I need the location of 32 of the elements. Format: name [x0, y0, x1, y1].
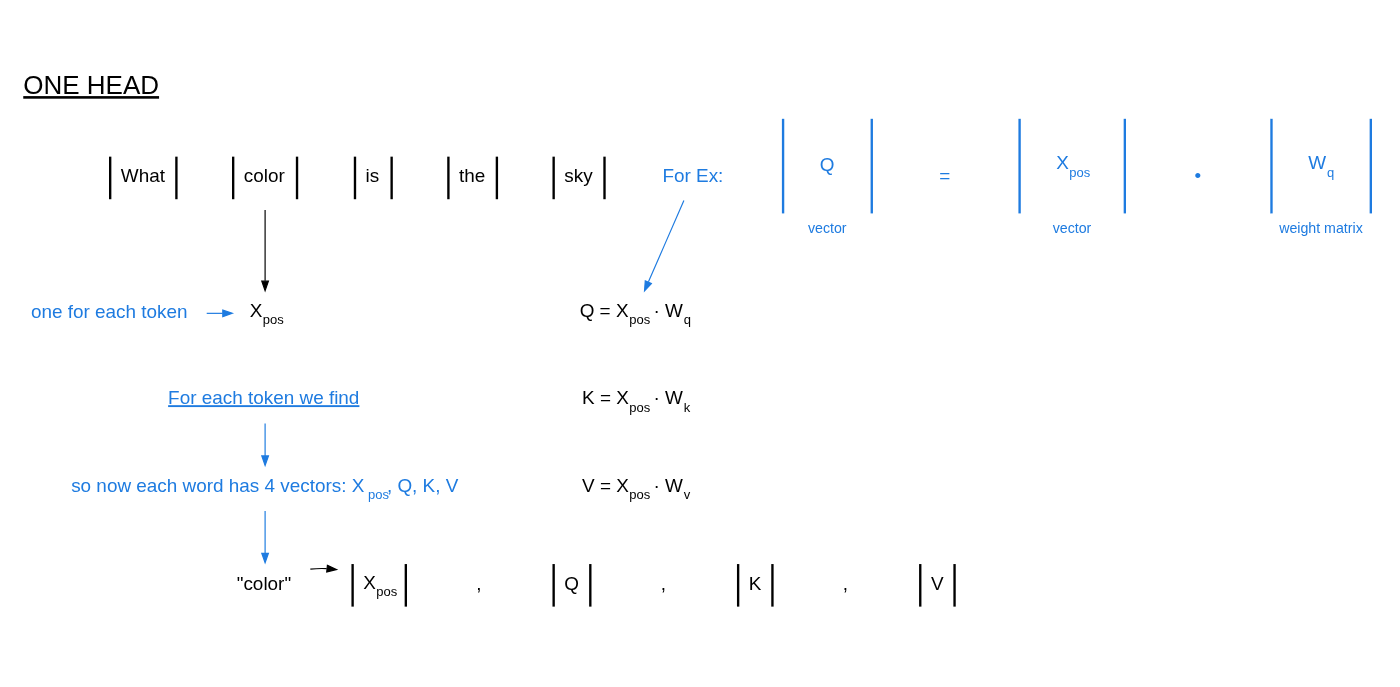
node-text: W$_{q}$ weight matrix: [1279, 152, 1363, 237]
node-text: X$_{pos}$: [249, 299, 284, 328]
arrow: [260, 422, 270, 468]
node-text: For Ex:: [662, 165, 724, 187]
node-text: Q vector: [807, 153, 847, 237]
node-text: X$_{pos}$ vector: [1052, 152, 1092, 237]
node-text: K: [748, 572, 762, 594]
node-text: Q: [564, 572, 580, 594]
node-text: color: [243, 165, 285, 187]
node-text: For each token we find: [168, 387, 360, 409]
label: =: [939, 165, 951, 187]
label: ,: [476, 572, 482, 594]
node-text: Q = X$_{pos}$ · W$_{q}$: [579, 299, 691, 328]
node-text: sky: [564, 165, 593, 187]
node-text: X$_{pos}$: [363, 571, 398, 600]
label: •: [1194, 165, 1202, 187]
label: ,: [842, 572, 849, 594]
node-text: "color": [236, 572, 292, 594]
node-text: one for each token: [30, 300, 188, 322]
arrow: [643, 199, 685, 293]
node-text: the: [459, 165, 486, 187]
node-text: What: [120, 165, 165, 187]
arrow: [309, 564, 339, 573]
node-text: V: [930, 572, 944, 594]
label: ,: [660, 572, 666, 594]
node-text: so now each word has 4 vectors: X$_{pos}$, Q, K, V: [71, 474, 459, 503]
diagram-title: ONE HEAD: [23, 70, 160, 101]
node-text: is: [365, 165, 380, 187]
arrow: [260, 510, 270, 565]
arrow: [260, 209, 270, 293]
node-text: V = X$_{pos}$ · W$_{v}$: [582, 474, 691, 503]
node-text: K = X$_{pos}$ · W$_{k}$: [582, 387, 691, 415]
